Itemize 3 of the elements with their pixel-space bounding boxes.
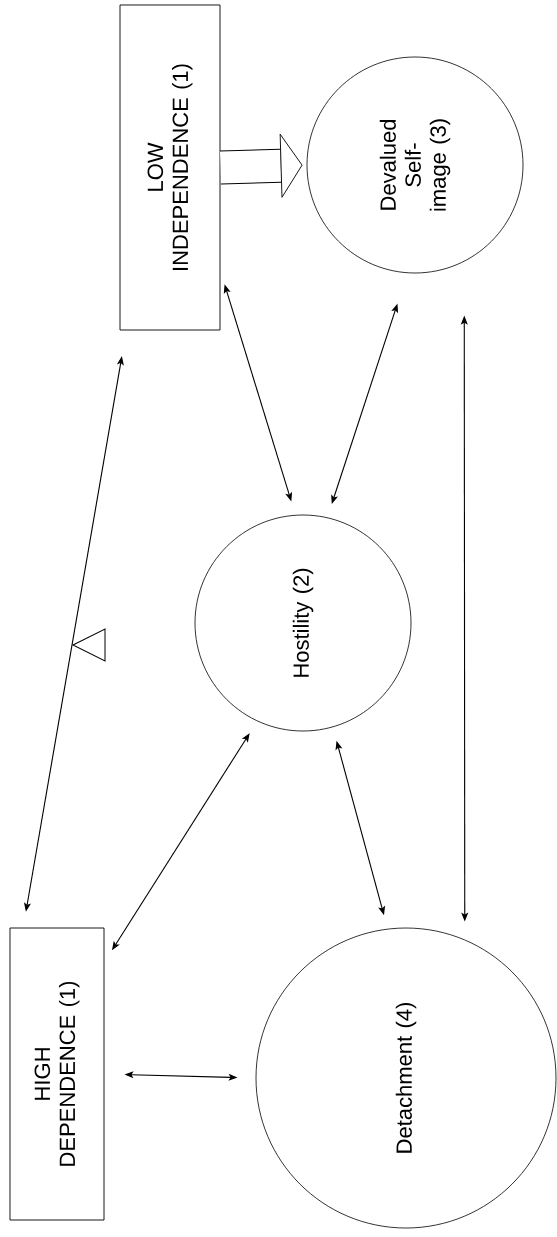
concept-box: LOW INDEPENDENCE (1) <box>119 4 221 331</box>
concept-box: HIGH DEPENDENCE (1) <box>9 927 105 1221</box>
block-arrow <box>220 133 303 198</box>
